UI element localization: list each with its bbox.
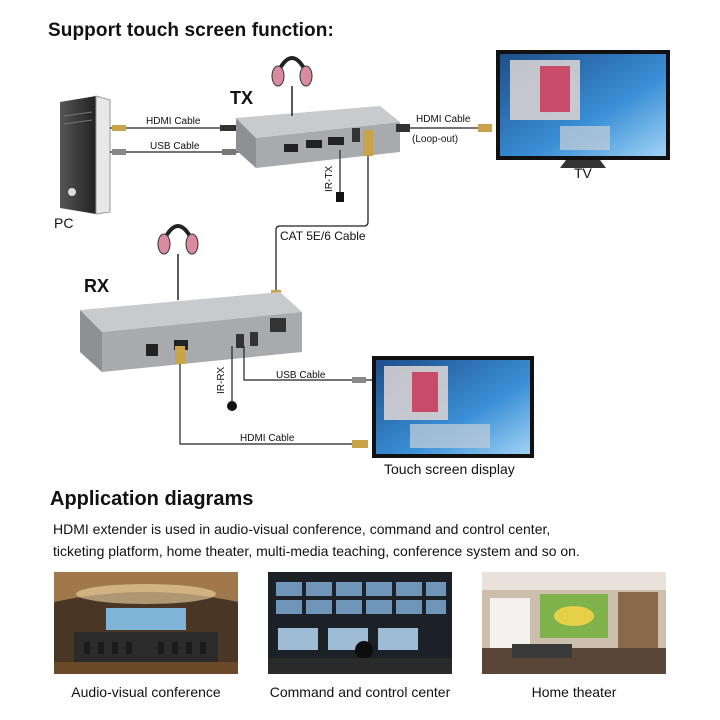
cat-cable-label: CAT 5E/6 Cable xyxy=(280,229,366,243)
pc-tower xyxy=(60,95,111,215)
rx-usb-cable xyxy=(243,346,372,383)
pc-to-tx-cables xyxy=(110,125,240,155)
caption-home-theater: Home theater xyxy=(531,684,617,700)
application-line-2: ticketing platform, home theater, multi-… xyxy=(53,543,580,559)
tv-label: TV xyxy=(574,165,593,181)
ir-tx-label: IR-TX xyxy=(324,166,335,192)
rx-device xyxy=(80,292,302,372)
loopout-hdmi-label: HDMI Cable xyxy=(416,114,471,125)
rx-hdmi-cable xyxy=(175,346,368,448)
rx-hdmi-label: HDMI Cable xyxy=(240,433,295,444)
headphones-tx xyxy=(271,56,313,116)
tx-device xyxy=(236,106,400,168)
photo-home-theater xyxy=(482,572,666,674)
touch-screen-display xyxy=(372,356,534,458)
ir-tx-cable xyxy=(336,150,344,202)
page-title: Support touch screen function: xyxy=(48,20,334,41)
rx-usb-label: USB Cable xyxy=(276,370,326,381)
application-heading: Application diagrams xyxy=(50,488,254,510)
rx-label: RX xyxy=(84,276,109,296)
caption-command-control-center: Command and control center xyxy=(269,684,451,700)
loopout-note: (Loop-out) xyxy=(412,134,458,145)
ir-rx-cable xyxy=(227,346,237,411)
photo-command-control-center xyxy=(268,572,452,674)
pc-label: PC xyxy=(54,215,73,231)
photo-audio-visual-conference xyxy=(54,572,238,674)
tx-usb-label: USB Cable xyxy=(150,141,200,152)
application-line-1: HDMI extender is used in audio-visual co… xyxy=(53,521,551,537)
caption-audio-visual-conference: Audio-visual conference xyxy=(71,684,221,700)
connection-diagram: TX RX PC TV HDMI Cable USB Cable HDMI Ca… xyxy=(54,50,670,477)
ir-rx-label: IR-RX xyxy=(216,366,227,394)
application-description: HDMI extender is used in audio-visual co… xyxy=(53,518,703,562)
headphones-rx xyxy=(157,224,199,300)
touch-display-label: Touch screen display xyxy=(384,461,515,477)
loopout-cable xyxy=(396,124,492,132)
tv xyxy=(496,50,670,168)
tx-hdmi-label: HDMI Cable xyxy=(146,116,201,127)
tx-label: TX xyxy=(230,88,253,108)
